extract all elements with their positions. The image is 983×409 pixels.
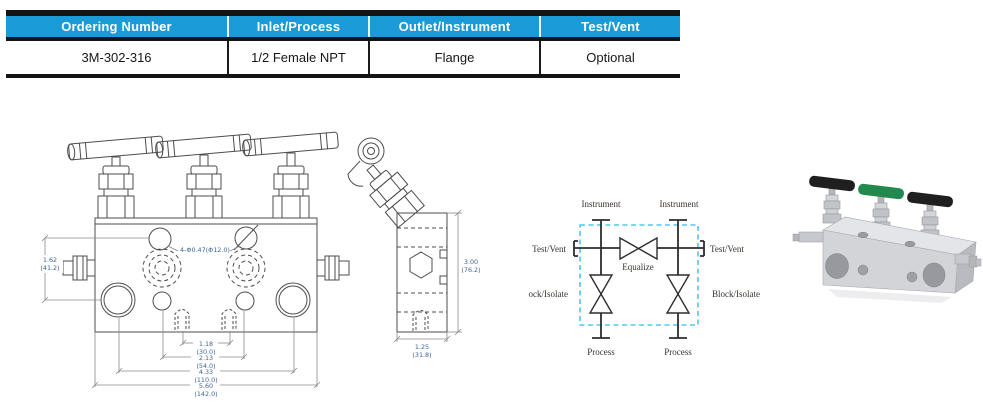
- valve-assembly: [67, 135, 164, 219]
- valve-handle-3d: [858, 183, 904, 200]
- render-shadow: [828, 289, 952, 303]
- label-instrument-right: Instrument: [660, 199, 699, 209]
- ordering-table: Ordering Number Inlet/Process Outlet/Ins…: [6, 10, 680, 78]
- valve-handle-3d: [809, 175, 855, 192]
- label-block-isolate-right: Block/Isolate: [712, 289, 760, 299]
- manifold-body-front: [62, 217, 350, 333]
- dim-2: 2.13: [199, 354, 213, 362]
- label-test-vent-right: Test/Vent: [710, 244, 744, 254]
- dim-4: 5.60: [199, 382, 213, 390]
- side-view-drawing: 3.00 (76.2) 1.25 (31.8): [347, 137, 485, 359]
- schematic-lines: [573, 219, 705, 339]
- render-body: [822, 216, 977, 294]
- dim-2-mm: (54.0): [196, 362, 215, 370]
- label-test-vent-left: Test/Vent: [532, 244, 566, 254]
- block-isolate-valve-left: [588, 274, 614, 296]
- dim-1: 1.18: [199, 340, 213, 348]
- side-view-dimensions: [393, 209, 462, 343]
- cell-inlet-process: 1/2 Female NPT: [227, 41, 368, 74]
- table-mid-rule: [6, 37, 680, 41]
- dim-3-mm: (110.0): [194, 376, 217, 384]
- dim-height-in: 3.00: [464, 258, 478, 266]
- render-holes: [825, 231, 946, 288]
- dim-height-mm: (76.2): [461, 266, 480, 274]
- valve-assembly: [155, 133, 252, 219]
- dim-side-in: 1.62: [43, 256, 57, 264]
- table-top-rule: [6, 10, 680, 16]
- dim-3: 4.33: [199, 368, 213, 376]
- render-side-fittings: [792, 231, 982, 268]
- front-view-drawing: 4-Φ0.47(Φ12.0) 1.62 (41.2) 1.18 (30.0) 2…: [37, 131, 350, 398]
- equalize-valve: [619, 236, 640, 261]
- dim-4-mm: (142.0): [194, 390, 217, 398]
- dim-1-mm: (30.0): [196, 348, 215, 356]
- side-valve-assembly: [366, 164, 425, 229]
- table-bottom-rule: [6, 74, 680, 78]
- label-block-isolate-left: ock/Isolate: [529, 289, 569, 299]
- header-outlet-instrument: Outlet/Instrument: [368, 16, 539, 37]
- dim-side-mm: (41.2): [40, 264, 59, 272]
- block-isolate-valve-right: [665, 274, 691, 296]
- table-data-row: 3M-302-316 1/2 Female NPT Flange Optiona…: [6, 41, 680, 74]
- valve-assembly: [242, 131, 339, 219]
- schematic-labels: Instrument Instrument Test/Vent Test/Ven…: [529, 199, 761, 357]
- schematic-boundary-box: [579, 224, 699, 326]
- manifold-body-side: [396, 212, 448, 333]
- cell-test-vent: Optional: [539, 41, 680, 74]
- header-test-vent: Test/Vent: [539, 16, 680, 37]
- label-equalize: Equalize: [622, 262, 653, 272]
- cell-outlet-instrument: Flange: [368, 41, 539, 74]
- product-3d-render: [792, 175, 982, 303]
- flow-schematic: Instrument Instrument Test/Vent Test/Ven…: [529, 199, 761, 357]
- label-process-left: Process: [587, 347, 615, 357]
- label-process-right: Process: [664, 347, 692, 357]
- schematic-valves: [588, 236, 691, 314]
- dim-width-in: 1.25: [415, 343, 429, 351]
- header-ordering-number: Ordering Number: [61, 19, 172, 34]
- dim-width-mm: (31.8): [412, 351, 431, 359]
- table-header-row: Ordering Number Inlet/Process Outlet/Ins…: [6, 16, 680, 37]
- front-view-dimensions: [41, 234, 321, 389]
- label-instrument-left: Instrument: [582, 199, 621, 209]
- header-inlet-process: Inlet/Process: [227, 16, 368, 37]
- cell-ordering-number: 3M-302-316: [81, 50, 152, 65]
- valve-handle-3d: [907, 191, 953, 208]
- hole-note: 4-Φ0.47(Φ12.0): [180, 246, 230, 254]
